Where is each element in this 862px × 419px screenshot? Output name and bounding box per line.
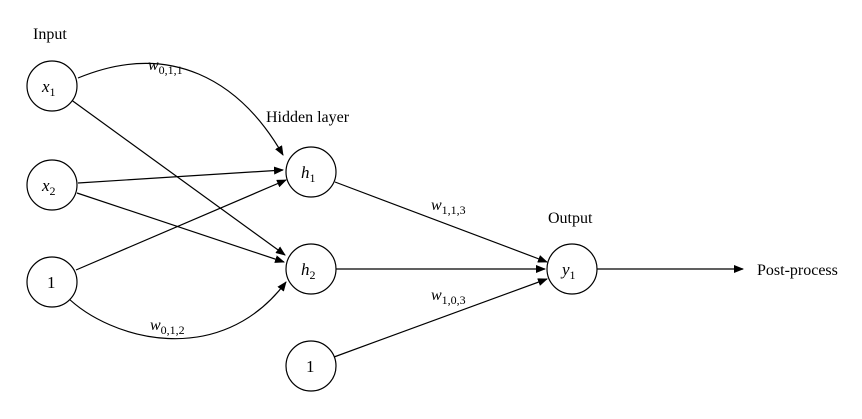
node-h1: h1 bbox=[285, 146, 337, 198]
node-bias-input: 1 bbox=[26, 256, 78, 308]
label-output: Output bbox=[548, 210, 593, 227]
edge-h1-y1 bbox=[334, 181, 548, 263]
edge-x2-h2 bbox=[76, 192, 285, 263]
label-input: Input bbox=[33, 26, 67, 43]
node-h2: h2 bbox=[285, 243, 337, 295]
edge-x2-h1 bbox=[77, 166, 284, 184]
svg-text:1: 1 bbox=[47, 273, 56, 292]
edge-x1-h1 bbox=[77, 62, 284, 156]
edge-bias2-y1 bbox=[333, 278, 548, 358]
node-y1: y1 bbox=[546, 243, 598, 295]
node-bias-hidden: 1 bbox=[285, 340, 337, 392]
weight-label-w113: w1,1,3 bbox=[431, 197, 466, 217]
label-hidden-layer: Hidden layer bbox=[266, 109, 350, 126]
edge-bias-h1 bbox=[75, 179, 287, 271]
node-x2: x2 bbox=[26, 159, 78, 211]
edges bbox=[65, 62, 744, 358]
svg-text:x2: x2 bbox=[41, 176, 56, 198]
svg-text:y1: y1 bbox=[560, 260, 576, 282]
svg-text:h2: h2 bbox=[301, 260, 316, 282]
node-x1: x1 bbox=[26, 60, 78, 112]
weight-label-w103: w1,0,3 bbox=[431, 287, 466, 307]
label-post-process: Post-process bbox=[757, 262, 838, 279]
svg-text:h1: h1 bbox=[301, 163, 316, 185]
weight-label-w011: w0,1,1 bbox=[148, 57, 183, 77]
svg-text:1: 1 bbox=[306, 357, 315, 376]
svg-text:x1: x1 bbox=[41, 77, 56, 99]
weight-label-w012: w0,1,2 bbox=[150, 317, 185, 337]
edge-bias-h2 bbox=[65, 281, 287, 340]
